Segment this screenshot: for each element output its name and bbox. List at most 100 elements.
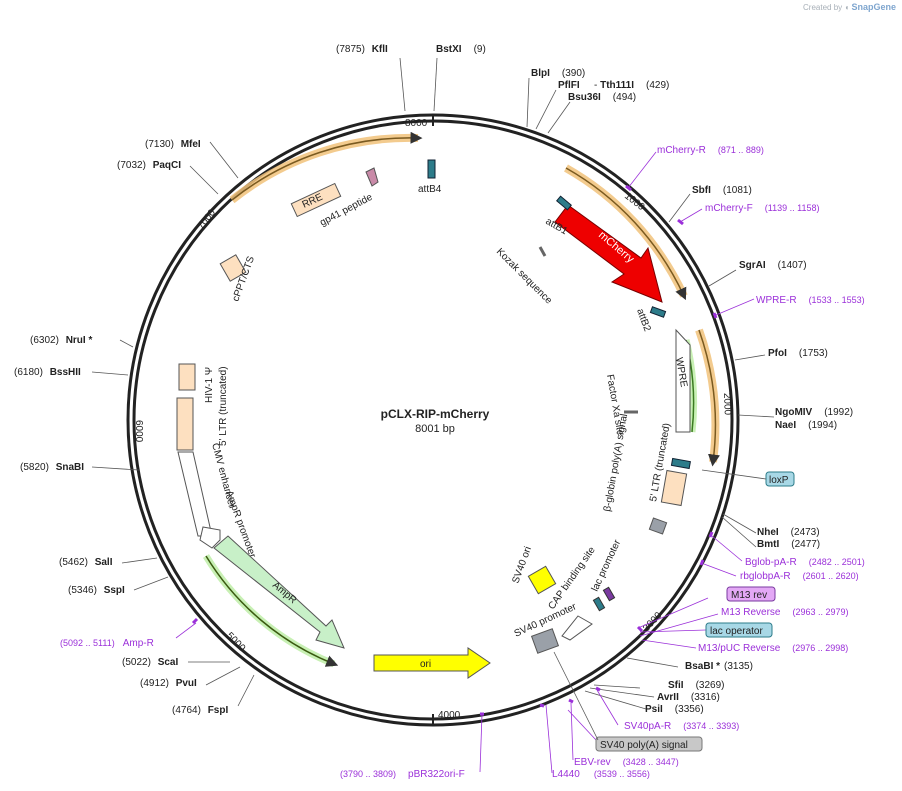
bglobin-label: β-globin poly(A) signal: [602, 413, 630, 513]
m13rev-box: [726, 586, 776, 602]
enzyme-pvui: (4912) PvuI: [140, 678, 197, 689]
attb2-label: attB2: [634, 307, 652, 333]
lacop-label: lac operator: [710, 626, 763, 637]
primer-m13-reverse: M13 Reverse(2963 .. 2979): [721, 607, 849, 618]
ltr5-box: [176, 397, 194, 451]
orange-arc-wpre: [695, 328, 720, 463]
enzyme-nhei: NheI(2473): [757, 527, 820, 538]
m13-mark: [602, 586, 616, 602]
mcherry-feature: mCherry attB1 attB2 Kozak sequence: [494, 195, 667, 333]
attb2-box: [649, 306, 667, 318]
hiv1-box: [178, 363, 196, 391]
hiv1psi-label: HIV-1 Ψ: [204, 367, 215, 403]
enzyme-sali: (5462) SalI: [59, 557, 113, 568]
bglobin-mark: [670, 457, 691, 470]
watermark-prefix: Created by: [803, 3, 843, 12]
wpre-label: WPRE: [673, 357, 689, 389]
m13rev-label: M13 rev: [731, 590, 767, 601]
sv40ori-box: [527, 565, 557, 595]
primer-mcherry-f: mCherry-F(1139 .. 1158): [705, 203, 819, 214]
watermark-brand: SnapGene: [851, 2, 896, 12]
primer-sv40pa-r: SV40pA-R(3374 .. 3393): [624, 721, 739, 732]
boxed-labels: M13 rev lac operator loxP SV40 poly(A) s…: [553, 469, 795, 752]
enzyme-avrii: AvrII(3316): [657, 692, 720, 703]
attb1-box: [556, 195, 572, 211]
enzyme-sgrai: SgrAI(1407): [739, 260, 807, 271]
attb4-label: attB4: [418, 184, 442, 195]
enzyme-fspi: (4764) FspI: [172, 705, 228, 716]
enzyme-naei: NaeI(1994): [775, 420, 837, 431]
primer-l4440: L4440(3539 .. 3556): [552, 769, 650, 780]
tick-8000: 8000: [405, 118, 428, 129]
feature-arcs: [203, 131, 720, 668]
wpre-arrow: [675, 328, 691, 433]
enzyme-snabi: (5820) SnaBI: [20, 462, 84, 473]
green-arc-ampr: [203, 554, 336, 668]
enzyme-bsabi: BsaBI *(3135): [685, 661, 753, 672]
enzyme-sbfi: SbfI(1081): [692, 185, 752, 196]
sv40prom-arrow: [561, 615, 593, 641]
enzyme-bsshii: (6180) BssHII: [14, 367, 81, 378]
ampprom-arrow: [199, 526, 221, 549]
primer-mcherry-r: mCherry-R(871 .. 889): [657, 145, 764, 156]
enzyme-bstxi: BstXI(9): [436, 44, 486, 55]
gp41-arrow: [365, 167, 379, 187]
enzyme-mfei: (7130) MfeI: [145, 139, 201, 150]
primer-m13-puc-reverse: M13/pUC Reverse(2976 .. 2998): [698, 643, 848, 654]
enzyme-labels: (7875) KflI BstXI(9) BlpI(390) PflFI - T…: [14, 44, 853, 716]
kozak-mark: [538, 246, 547, 257]
enzyme-bsu36i: Bsu36I(494): [568, 92, 636, 103]
cmv-arrow: [177, 451, 213, 537]
plasmid-size: 8001 bp: [415, 423, 455, 435]
lacprom-label: lac promoter: [590, 538, 624, 594]
primer-wpre-r: WPRE-R(1533 .. 1553): [756, 295, 865, 306]
enzyme-blpi: BlpI(390): [531, 68, 585, 79]
rre-box: [290, 182, 342, 218]
enzyme-kfli: (7875) KflI: [336, 44, 388, 55]
primer-pbr322ori-f: (3790 .. 3809)pBR322ori-F: [340, 769, 465, 780]
enzyme-pfoi: PfoI(1753): [768, 348, 828, 359]
primer-bglob-pa-r: Bglob-pA-R(2482 .. 2501): [745, 557, 865, 568]
left-features: HIV-1 Ψ 5' LTR (truncated) CMV enhancer …: [176, 363, 345, 649]
tick-7000: 7000: [196, 207, 219, 232]
enzyme-ngomiv: NgoMIV(1992): [775, 407, 853, 418]
sv40pa-label: SV40 poly(A) signal: [600, 740, 688, 751]
ltr3-box: [660, 469, 688, 507]
ampr-arrow: [213, 535, 345, 649]
ori-label: ori: [420, 659, 431, 670]
enzyme-sfii: SfiI(3269): [668, 680, 724, 691]
primer-labels: mCherry-R(871 .. 889) mCherry-F(1139 .. …: [60, 145, 865, 780]
enzyme-sspi: (5346) SspI: [68, 585, 125, 596]
grey-box-right: [648, 517, 668, 535]
ltr5-label: 5' LTR (truncated): [218, 366, 229, 446]
primer-rbglobpa-r: rbglobpA-R(2601 .. 2620): [740, 571, 859, 582]
enzyme-psii: PsiI(3356): [645, 704, 704, 715]
enzyme-tth111i: - Tth111I(429): [594, 80, 669, 91]
primer-amp-r: (5092 .. 5111)Amp-R: [60, 638, 154, 649]
primer-ebv-rev: EBV-rev(3428 .. 3447): [574, 757, 679, 768]
snapgene-watermark: Created by ◖ SnapGene: [803, 2, 896, 12]
enzyme-nrui: (6302) NruI *: [30, 335, 92, 346]
tick-4000: 4000: [438, 710, 461, 721]
enzyme-paqci: (7032) PaqCI: [117, 160, 181, 171]
sv40pa-grey-box: [530, 628, 560, 654]
tick-6000: 6000: [133, 420, 144, 443]
loxp-label: loxP: [769, 475, 789, 486]
enzyme-pflfi: PflFI: [558, 80, 580, 91]
enzyme-bmti: BmtI(2477): [757, 539, 820, 550]
attb4-box: [427, 159, 436, 179]
plasmid-name: pCLX-RIP-mCherry: [381, 407, 490, 421]
lacop-mark: [592, 596, 606, 612]
mcherry-arrow: [554, 204, 663, 303]
cppt-box: [219, 254, 247, 282]
primer-leaders: [175, 151, 755, 774]
snapgene-logo-icon: ◖: [844, 3, 850, 12]
sv40pa-box: [595, 736, 703, 752]
enzyme-leaders: [91, 57, 775, 710]
ori-arrow: [373, 647, 491, 679]
bottom-features: ori SV40 ori CAP binding site lac promot…: [373, 538, 624, 679]
primer-markers: [191, 184, 718, 716]
tick-2000: 2000: [721, 393, 733, 416]
lacop-box: [705, 622, 773, 638]
